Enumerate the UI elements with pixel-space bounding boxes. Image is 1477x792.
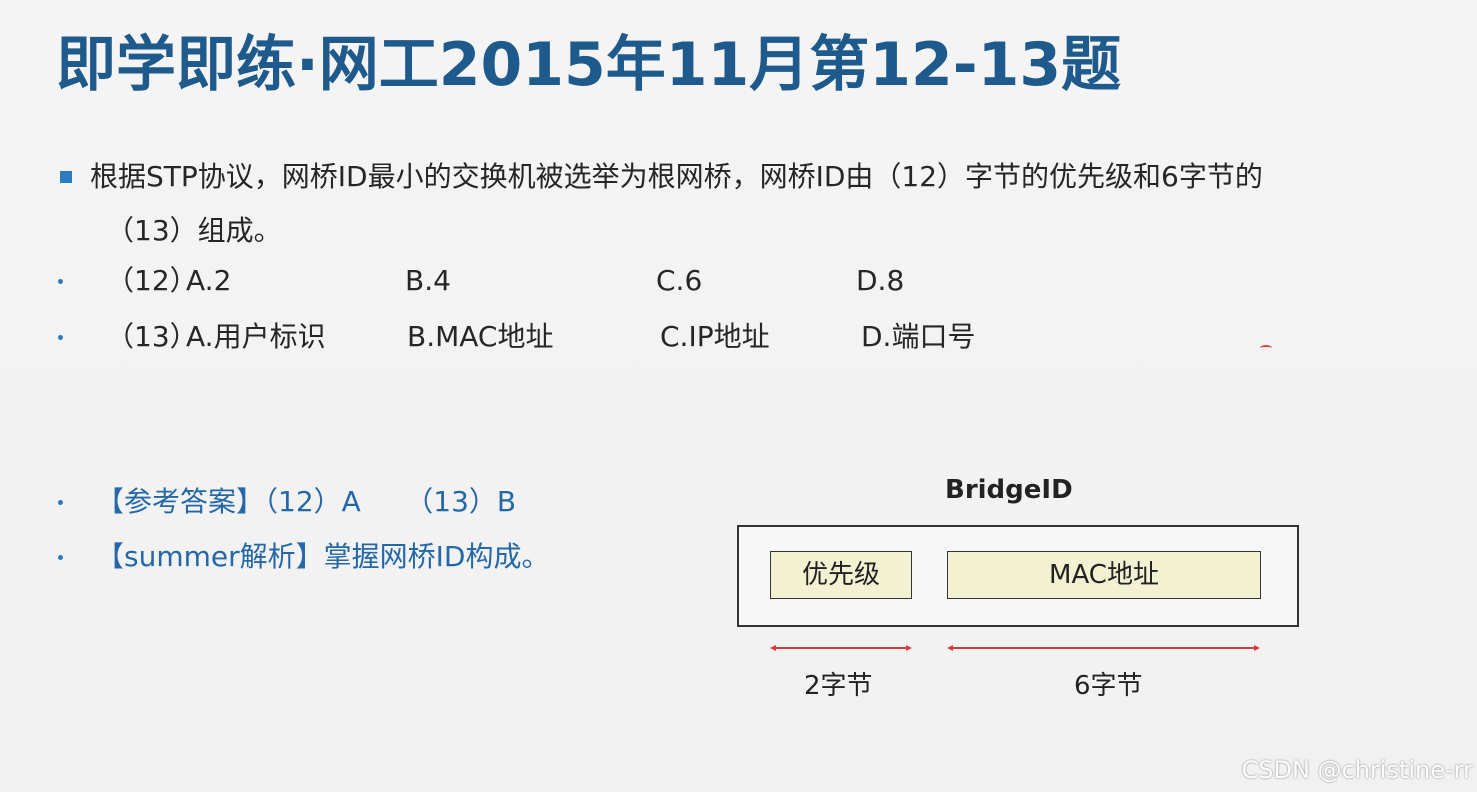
option-label: （13） (106, 320, 198, 353)
option-b: B.MAC地址 (407, 320, 554, 353)
arrow-mac-span (947, 645, 1260, 651)
dot-bullet-icon (58, 335, 63, 340)
option-b: B.4 (405, 264, 451, 297)
csdn-watermark: CSDN @christine-rr (1241, 756, 1473, 784)
dot-bullet-icon (58, 500, 63, 505)
slide-title: 即学即练·网工2015年11月第12-13题 (56, 30, 1122, 100)
option-d: D.8 (856, 264, 905, 297)
question-line-2: （13）组成。 (106, 214, 282, 247)
arrow-priority-span (770, 645, 912, 651)
byte-span-arrows (770, 645, 1260, 651)
option-c: C.IP地址 (660, 320, 770, 353)
option-c: C.6 (656, 264, 703, 297)
mac-address-field: MAC地址 (947, 551, 1261, 599)
priority-bytes-label: 2字节 (804, 671, 873, 701)
dot-bullet-icon (58, 555, 63, 560)
bridge-id-frame: 优先级 MAC地址 (737, 525, 1299, 627)
reference-answer: 【参考答案】（12）A （13）B (96, 485, 517, 518)
option-a: A.用户标识 (186, 320, 326, 353)
option-label: （12） (106, 264, 198, 297)
pen-annotation-mark (1260, 345, 1272, 351)
bridge-id-title: BridgeID (945, 475, 1073, 505)
mac-bytes-label: 6字节 (1074, 671, 1143, 701)
dot-bullet-icon (58, 279, 63, 284)
priority-field: 优先级 (770, 551, 912, 599)
question-line-1: 根据STP协议，网桥ID最小的交换机被选举为根网桥，网桥ID由（12）字节的优先… (90, 160, 1263, 193)
square-bullet-icon (60, 171, 72, 183)
option-d: D.端口号 (861, 320, 976, 353)
analysis-text: 【summer解析】掌握网桥ID构成。 (96, 540, 550, 573)
option-a: A.2 (186, 264, 232, 297)
